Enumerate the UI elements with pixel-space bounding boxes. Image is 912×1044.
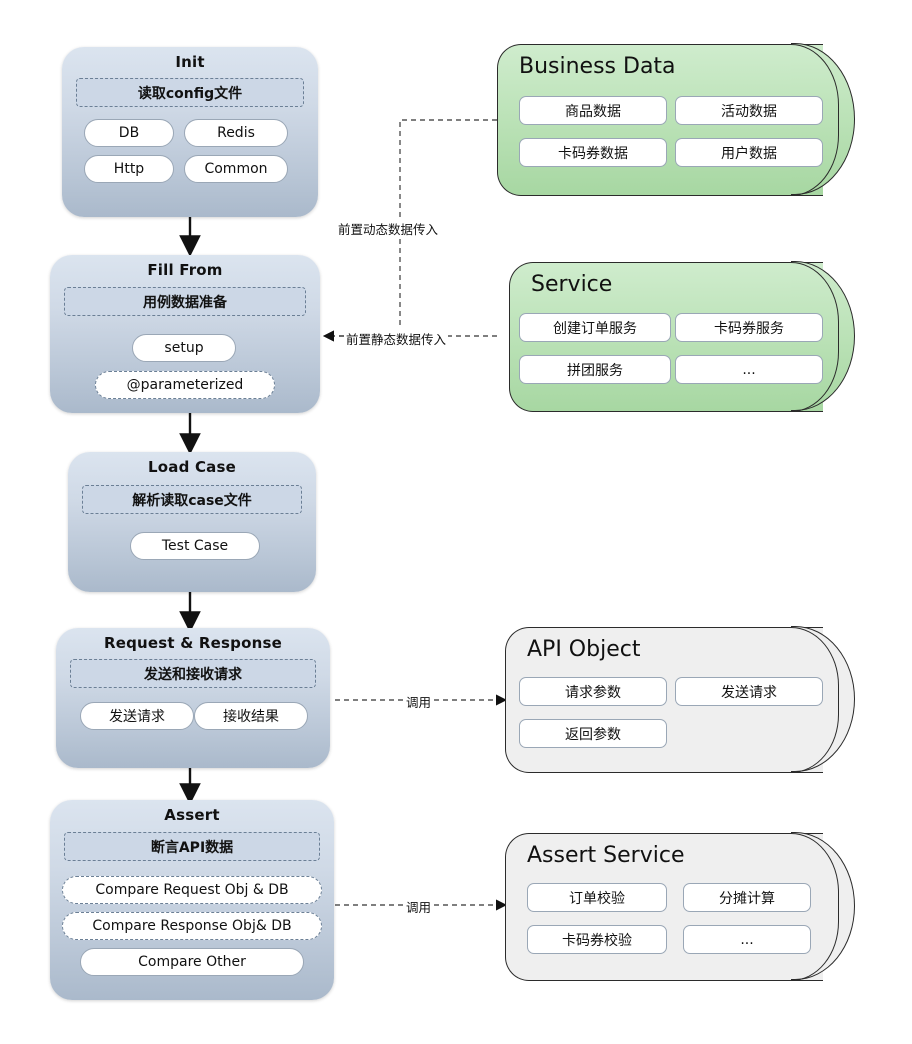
stage-assert-title: Assert — [164, 806, 220, 824]
cylinder-service-item-1[interactable]: 卡码券服务 — [675, 313, 823, 342]
cylinder-business-data-item-3[interactable]: 用户数据 — [675, 138, 823, 167]
cylinder-service-title: Service — [531, 272, 613, 297]
stage-fill-from[interactable]: Fill From 用例数据准备 setup @parameterized — [50, 255, 320, 413]
connector-label-dynamic: 前置动态数据传入 — [336, 219, 441, 238]
cylinder-business-data-item-2[interactable]: 卡码券数据 — [519, 138, 667, 167]
stage-fill-from-band: 用例数据准备 — [64, 287, 306, 316]
cylinder-assert-service-item-0[interactable]: 订单校验 — [527, 883, 667, 912]
cylinder-service[interactable]: Service 创建订单服务 卡码券服务 拼团服务 ... — [509, 260, 879, 412]
cylinder-service-item-2[interactable]: 拼团服务 — [519, 355, 671, 384]
stage-request-response[interactable]: Request & Response 发送和接收请求 发送请求 接收结果 — [56, 628, 330, 768]
stage-request-response-band: 发送和接收请求 — [70, 659, 316, 688]
cylinder-assert-service[interactable]: Assert Service 订单校验 分摊计算 卡码券校验 ... — [505, 831, 875, 981]
stage-init[interactable]: Init 读取config文件 DB Redis Http Common — [62, 47, 318, 217]
cylinder-service-item-3[interactable]: ... — [675, 355, 823, 384]
cylinder-business-data-item-1[interactable]: 活动数据 — [675, 96, 823, 125]
stage-load-case-band: 解析读取case文件 — [82, 485, 302, 514]
stage-init-item-common[interactable]: Common — [184, 155, 288, 183]
cylinder-assert-service-title: Assert Service — [527, 843, 685, 868]
connector-label-static: 前置静态数据传入 — [344, 329, 449, 348]
cylinder-assert-service-item-3[interactable]: ... — [683, 925, 811, 954]
stage-request-response-item-receive[interactable]: 接收结果 — [194, 702, 308, 730]
cylinder-assert-service-item-1[interactable]: 分摊计算 — [683, 883, 811, 912]
stage-assert-item-compare-response[interactable]: Compare Response Obj& DB — [62, 912, 322, 940]
stage-fill-from-item-parameterized[interactable]: @parameterized — [95, 371, 275, 399]
stage-init-band: 读取config文件 — [76, 78, 304, 107]
cylinder-api-object-item-2[interactable]: 返回参数 — [519, 719, 667, 748]
stage-fill-from-item-setup[interactable]: setup — [132, 334, 236, 362]
cylinder-api-object-item-1[interactable]: 发送请求 — [675, 677, 823, 706]
cylinder-business-data[interactable]: Business Data 商品数据 活动数据 卡码券数据 用户数据 — [497, 42, 867, 196]
cylinder-assert-service-item-2[interactable]: 卡码券校验 — [527, 925, 667, 954]
stage-load-case-item-test-case[interactable]: Test Case — [130, 532, 260, 560]
stage-init-item-redis[interactable]: Redis — [184, 119, 288, 147]
stage-load-case-title: Load Case — [148, 458, 236, 476]
cylinder-api-object[interactable]: API Object 请求参数 发送请求 返回参数 — [505, 625, 875, 773]
stage-init-item-http[interactable]: Http — [84, 155, 174, 183]
stage-init-item-db[interactable]: DB — [84, 119, 174, 147]
cylinder-business-data-item-0[interactable]: 商品数据 — [519, 96, 667, 125]
connector-label-call-api: 调用 — [404, 692, 434, 711]
stage-assert-item-compare-other[interactable]: Compare Other — [80, 948, 304, 976]
stage-request-response-title: Request & Response — [103, 634, 282, 652]
stage-init-title: Init — [175, 53, 205, 71]
connector-label-call-assert: 调用 — [404, 897, 434, 916]
stage-assert-band: 断言API数据 — [64, 832, 320, 861]
stage-request-response-item-send[interactable]: 发送请求 — [80, 702, 194, 730]
stage-assert[interactable]: Assert 断言API数据 Compare Request Obj & DB … — [50, 800, 334, 1000]
stage-fill-from-title: Fill From — [147, 261, 223, 279]
cylinder-api-object-title: API Object — [527, 637, 641, 662]
cylinder-api-object-item-0[interactable]: 请求参数 — [519, 677, 667, 706]
cylinder-service-item-0[interactable]: 创建订单服务 — [519, 313, 671, 342]
stage-load-case[interactable]: Load Case 解析读取case文件 Test Case — [68, 452, 316, 592]
stage-assert-item-compare-request[interactable]: Compare Request Obj & DB — [62, 876, 322, 904]
cylinder-business-data-title: Business Data — [519, 54, 676, 79]
